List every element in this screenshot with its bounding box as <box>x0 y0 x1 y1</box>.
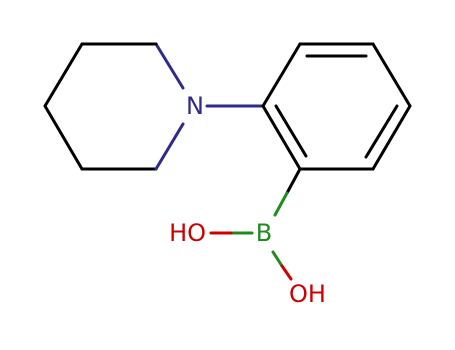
double-bond-inner-right <box>364 104 399 159</box>
bond-ar6-ar1 <box>261 104 302 171</box>
atom-label-boron: B <box>256 219 272 247</box>
bond-b-o2-red <box>280 264 293 281</box>
bond-ar3-ar4 <box>371 42 412 108</box>
bond-ar1-ar2 <box>261 42 302 108</box>
bond-b-o2-green <box>271 250 284 268</box>
bond-c4-c5 <box>43 104 84 171</box>
double-bond-inner-left <box>274 104 308 158</box>
bond-n-c2 <box>154 42 185 90</box>
atom-label-hydroxyl-left: HO <box>169 219 206 247</box>
piperidine-ring <box>43 42 185 171</box>
atom-label-nitrogen: N <box>186 92 204 120</box>
bond-phenyl-b-green <box>273 191 289 217</box>
bond-ar4-ar5 <box>371 104 412 171</box>
bond-phenyl-b-black <box>285 167 302 195</box>
bond-c6-n <box>154 122 185 171</box>
atom-label-hydroxyl-lower: OH <box>289 280 326 308</box>
benzene-ring <box>261 42 412 171</box>
bond-c3-c4 <box>43 42 84 108</box>
